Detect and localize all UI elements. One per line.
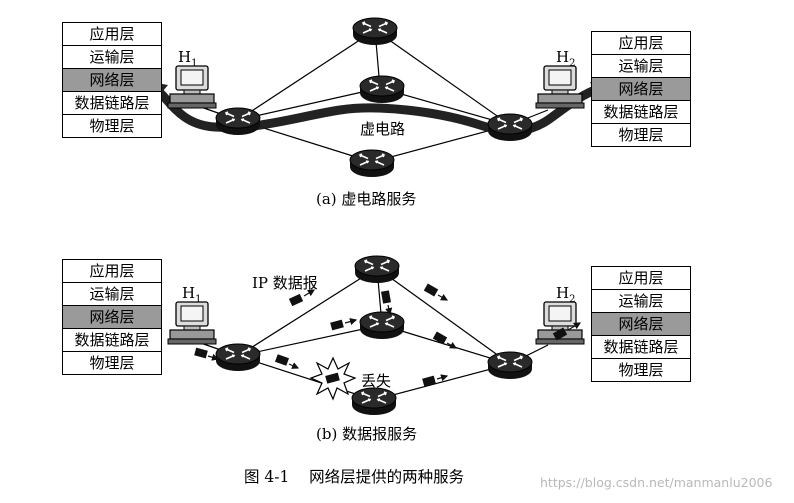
virtual-circuit-label: 虚电路 [360, 120, 406, 138]
host-computer-icon [167, 65, 217, 109]
router-icon [487, 113, 533, 142]
layer-2: 网络层 [63, 306, 161, 329]
panel-b-links [191, 267, 549, 401]
layer-2: 网络层 [592, 313, 690, 336]
protocol-stack-b-left: 应用层运输层网络层数据链路层物理层 [62, 259, 162, 375]
layer-3: 数据链路层 [592, 101, 690, 124]
router-icon [352, 17, 398, 46]
layer-2: 网络层 [592, 78, 690, 101]
datagram-packet-icon [194, 347, 208, 359]
protocol-stack-a-right: 应用层运输层网络层数据链路层物理层 [591, 31, 691, 147]
ip-datagram-label: IP 数据报 [252, 274, 318, 292]
router-icon [359, 311, 405, 340]
router-icon [359, 75, 405, 104]
lost-packet-label: 丢失 [361, 372, 392, 390]
layer-4: 物理层 [618, 361, 664, 379]
layer-3: 数据链路层 [63, 92, 161, 115]
datagram-packet-icon [330, 319, 344, 331]
router-icon [354, 255, 400, 284]
layer-4: 物理层 [89, 117, 135, 135]
layer-0: 应用层 [63, 260, 161, 283]
layer-0: 应用层 [63, 23, 161, 46]
host-h2-label: H2 [556, 284, 575, 305]
router-icon [215, 343, 261, 372]
explosion-icon [309, 356, 357, 401]
layer-4: 物理层 [618, 126, 664, 144]
layer-4: 物理层 [89, 354, 135, 372]
host-computer-icon [535, 65, 585, 109]
protocol-stack-a-left: 应用层运输层网络层数据链路层物理层 [62, 22, 162, 138]
layer-1: 运输层 [63, 283, 161, 306]
router-icon [215, 107, 261, 136]
layer-1: 运输层 [592, 290, 690, 313]
router-icon [351, 387, 397, 416]
panel-a-caption: (a) 虚电路服务 [316, 190, 417, 208]
datagram-packet-icon [381, 290, 391, 304]
layer-0: 应用层 [592, 267, 690, 290]
figure-caption: 图 4-1 网络层提供的两种服务 [244, 468, 465, 486]
layer-1: 运输层 [63, 46, 161, 69]
packet-arrows [207, 289, 582, 382]
virtual-circuit-path [150, 83, 605, 136]
layer-1: 运输层 [592, 55, 690, 78]
layer-0: 应用层 [592, 32, 690, 55]
router-icon [487, 351, 533, 380]
layer-3: 数据链路层 [592, 336, 690, 359]
host-h1-label: H1 [182, 284, 201, 305]
host-h2-label: H2 [556, 48, 575, 69]
datagram-packet-icon [423, 283, 439, 297]
panel-b-caption: (b) 数据报服务 [316, 425, 418, 443]
protocol-stack-b-right: 应用层运输层网络层数据链路层物理层 [591, 266, 691, 382]
layer-3: 数据链路层 [63, 329, 161, 352]
router-icon [349, 149, 395, 178]
datagram-packet-icon [274, 354, 290, 366]
watermark: https://blog.csdn.net/manmanlu2006 [540, 475, 773, 490]
host-computer-icon [167, 301, 217, 345]
host-h1-label: H1 [178, 48, 197, 69]
layer-2: 网络层 [63, 69, 161, 92]
datagram-packet-icon [288, 293, 304, 307]
datagram-packet-icon [432, 331, 448, 345]
